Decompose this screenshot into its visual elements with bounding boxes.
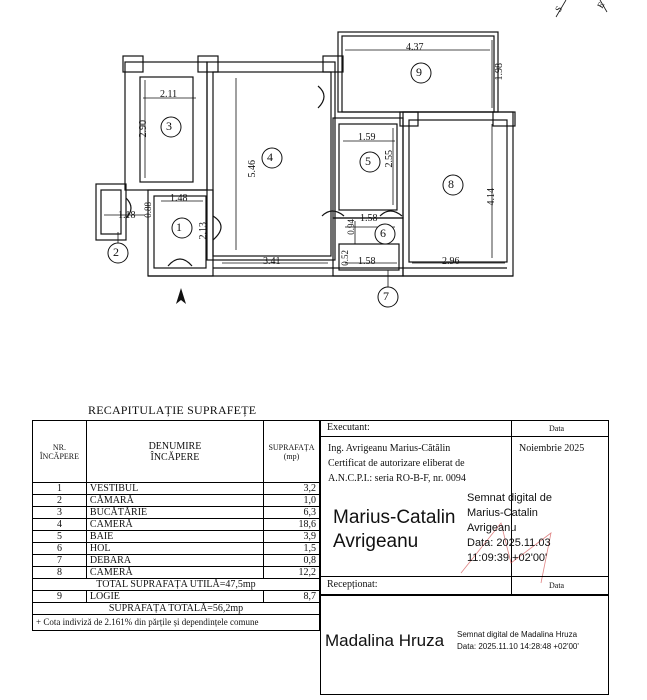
dim-088: 0.88 [143, 202, 153, 218]
entrance-arrow-icon [176, 288, 186, 304]
room-number-8: 8 [448, 177, 454, 191]
receptionat-data-label: Data [549, 581, 565, 590]
dim-546: 5.46 [247, 160, 258, 178]
dim-341: 3.41 [263, 256, 281, 267]
executant-signature-name-1: Marius-Catalin [333, 507, 456, 528]
executant-data-label: Data [549, 424, 565, 433]
dim-118: 1.18 [118, 210, 136, 221]
compass-east-label: E [595, 0, 607, 10]
note-row: + Cota indiviză de 2.161% din părțile și… [32, 614, 320, 631]
room-number-4: 4 [267, 150, 273, 164]
receptionat-label: Recepționat: [327, 579, 378, 590]
executant-box: Executant: Data Ing. Avrigeanu Marius-Că… [320, 420, 609, 596]
receptionat-sig-detail-2: Data: 2025.11.10 14:28:48 +02'00' [457, 642, 579, 651]
receptionat-signature-name: Madalina Hruza [325, 631, 445, 650]
dim-414: 4.14 [486, 188, 497, 206]
dim-158-b: 1.58 [358, 256, 376, 267]
dim-198: 1.98 [494, 63, 505, 81]
room-number-6: 6 [380, 226, 386, 240]
dim-213: 2.13 [198, 222, 209, 240]
dim-290: 2.90 [138, 120, 149, 138]
total-util-row: TOTAL SUPRAFAȚA UTILĂ=47,5mp [32, 578, 320, 591]
floor-plan [95, 0, 608, 308]
compass-icon [555, 0, 608, 18]
recap-title: RECAPITULAȚIE SUPRAFEȚE [88, 403, 257, 417]
room-number-2: 2 [113, 245, 119, 259]
dim-158-a: 1.58 [360, 213, 378, 224]
receptionat-sig-detail-1: Semnat digital de Madalina Hruza [457, 630, 578, 639]
executant-sig-detail-1: Semnat digital de [467, 492, 552, 504]
executant-sig-detail-2: Marius-Catalin [467, 507, 538, 519]
room-number-9: 9 [416, 65, 422, 79]
total-row: SUPRAFAȚA TOTALĂ=56,2mp [32, 602, 320, 615]
room-number-3: 3 [166, 119, 172, 133]
executant-line-2: Certificat de autorizare eliberat de [328, 458, 465, 469]
executant-sig-detail-3: Avrigeanu [467, 522, 517, 534]
header-nr: NR.ÎNCĂPERE [32, 420, 87, 483]
dim-148: 1.48 [170, 193, 188, 204]
signature-scribble-icon [460, 522, 552, 584]
dim-255: 2.55 [384, 150, 395, 168]
receptionat-box: Recepționat: Data Madalina Hruza Semnat … [320, 576, 609, 695]
room-number-7: 7 [383, 289, 389, 303]
room-number-1: 1 [176, 220, 182, 234]
room-number-5: 5 [365, 154, 371, 168]
executant-line-3: A.N.C.P.I.: seria RO-B-F, nr. 0094 [328, 473, 466, 484]
executant-line-1: Ing. Avrigeanu Marius-Cătălin [328, 443, 451, 454]
dim-296: 2.96 [442, 256, 460, 267]
executant-signature-name-2: Avrigeanu [333, 531, 419, 552]
header-suprafata: SUPRAFAȚA(mp) [263, 420, 320, 483]
dim-211: 2.11 [160, 89, 178, 100]
compass-south-label: S [552, 4, 565, 14]
dim-159: 1.59 [358, 132, 376, 143]
dim-094: 0.94 [346, 219, 356, 235]
dim-437: 4.37 [406, 42, 424, 53]
executant-label: Executant: [327, 422, 370, 433]
executant-sig-detail-5: 11:09:39 +02'00' [467, 552, 548, 564]
executant-sig-detail-4: Data: 2025.11.03 [467, 537, 551, 549]
executant-date: Noiembrie 2025 [519, 443, 585, 454]
dim-052: 0.52 [340, 250, 350, 266]
